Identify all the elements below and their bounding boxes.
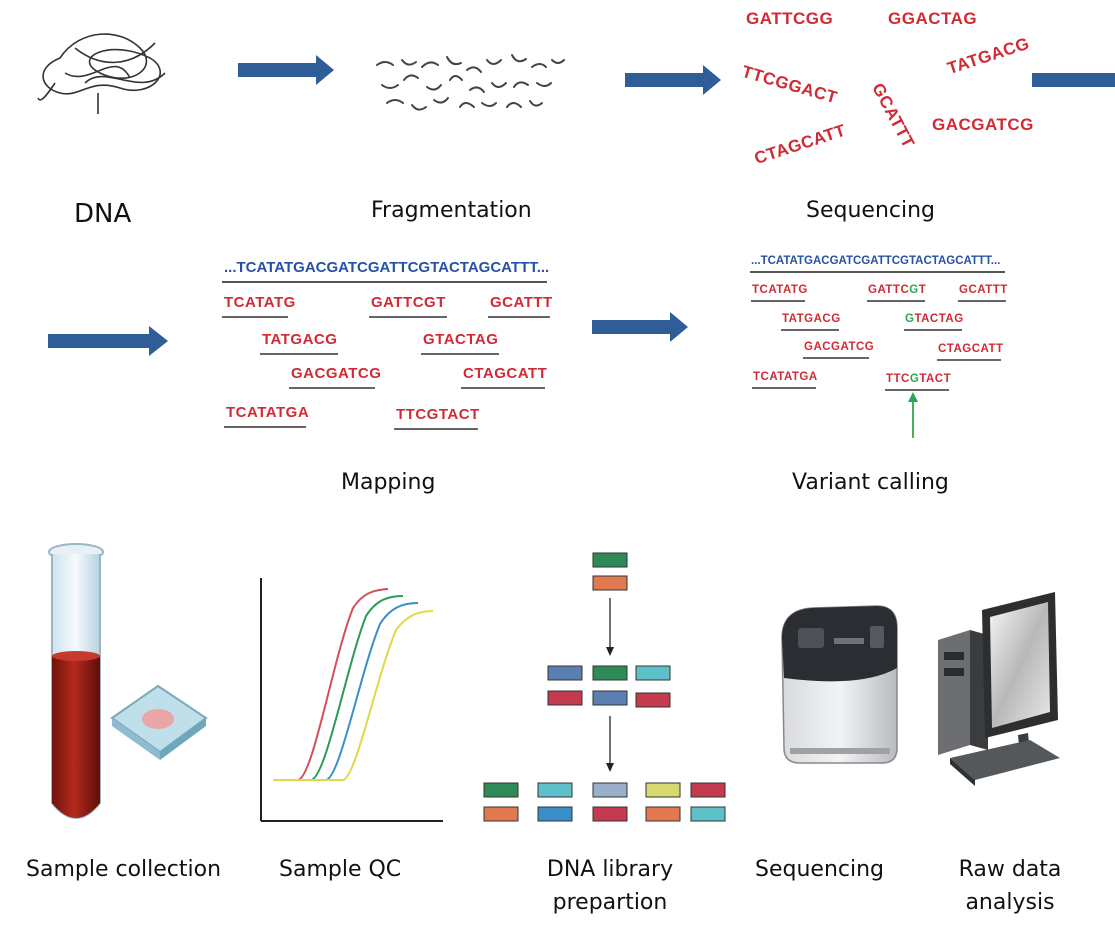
read-underline [224,426,306,428]
read-underline [937,359,1001,361]
read-underline [461,387,545,389]
stage-label-variant-calling: Variant calling [792,470,949,495]
read-underline [488,316,550,318]
step-label-raw-data-analysis: Raw data analysis [958,857,1062,915]
qc-amplification-chart-icon [260,578,443,822]
mapping-reference-line [222,281,547,283]
sequencing-read: GACGATCG [932,115,1034,134]
mapped-read: GATTCGT [371,294,446,311]
snp-base: G [905,313,915,325]
variant-read: GCATTT [959,284,1008,296]
variant-reference-sequence: ...TCATATGACGATCGATTCGTACTAGCATTT... [751,255,1001,267]
variant-read: GTACTAG [905,313,964,325]
read-underline [394,428,478,430]
read-underline [289,387,375,389]
variant-read: CTAGCATT [938,343,1004,355]
read-underline [421,353,499,355]
step-label-sample-collection: Sample collection [26,857,222,882]
sequencer-machine-icon [781,605,898,764]
arrow-right-icon [1032,73,1115,87]
sequencing-read: CTAGCATT [752,120,849,169]
mapped-read: TTCGTACT [396,406,480,423]
mapped-read: TCATATGA [226,404,310,421]
sequencing-read: TATGACG [945,33,1032,79]
stage-label-dna: DNA [74,199,132,229]
blood-tube-icon [48,543,208,819]
dna-tangle-icon [37,33,166,114]
sequencing-read: GGACTAG [888,9,978,28]
mapped-read: TATGACG [262,331,338,348]
read-underline [751,300,805,302]
read-underline [369,316,447,318]
variant-pointer-arrow-icon [908,392,918,438]
arrow-right-icon [48,326,168,356]
variant-read: TTCGTACT [886,373,952,385]
mapping-reference-sequence: ...TCATATGACGATCGATTCGTACTAGCATTT... [224,259,550,276]
mapped-read: CTAGCATT [463,365,548,382]
arrow-right-icon [625,65,721,95]
step-label-dna-library-preparation: DNA library prepartion [546,857,674,915]
read-underline [752,387,816,389]
variant-reference-line [750,271,1005,273]
read-underline [904,329,962,331]
snp-base: G [909,373,920,385]
variant-read: TCATATGA [753,371,818,383]
stage-label-mapping: Mapping [341,470,436,495]
sequencing-read: TTCGGACT [739,62,840,108]
arrow-right-icon [238,55,334,85]
read-underline [885,389,949,391]
arrow-right-icon [592,312,688,342]
mapped-read: GTACTAG [423,331,499,348]
read-underline [803,357,869,359]
step-label-sample-qc: Sample QC [279,857,402,882]
sequencing-read: GCATTT [868,80,919,152]
mapped-read: GCATTT [490,294,553,311]
read-underline [781,329,839,331]
read-underline [222,316,288,318]
sequencing-read: GATTCGG [746,9,834,28]
read-underline [867,300,925,302]
mapped-read: GACGATCG [291,365,382,382]
variant-read: TCATATG [752,284,808,296]
computer-workstation-icon [938,592,1060,786]
stage-label-fragmentation: Fragmentation [371,198,532,223]
step-label-sequencing: Sequencing [755,857,885,882]
read-underline [260,353,338,355]
variant-read: GACGATCG [804,341,875,353]
snp-base: G [909,284,919,296]
variant-read: TATGACG [782,313,841,325]
dna-fragments-icon [376,54,565,111]
variant-read: GATTCGT [868,284,927,296]
stage-label-sequencing: Sequencing [806,198,936,223]
mapped-read: TCATATG [224,294,296,311]
library-prep-diagram-icon [483,552,726,822]
read-underline [958,300,1006,302]
